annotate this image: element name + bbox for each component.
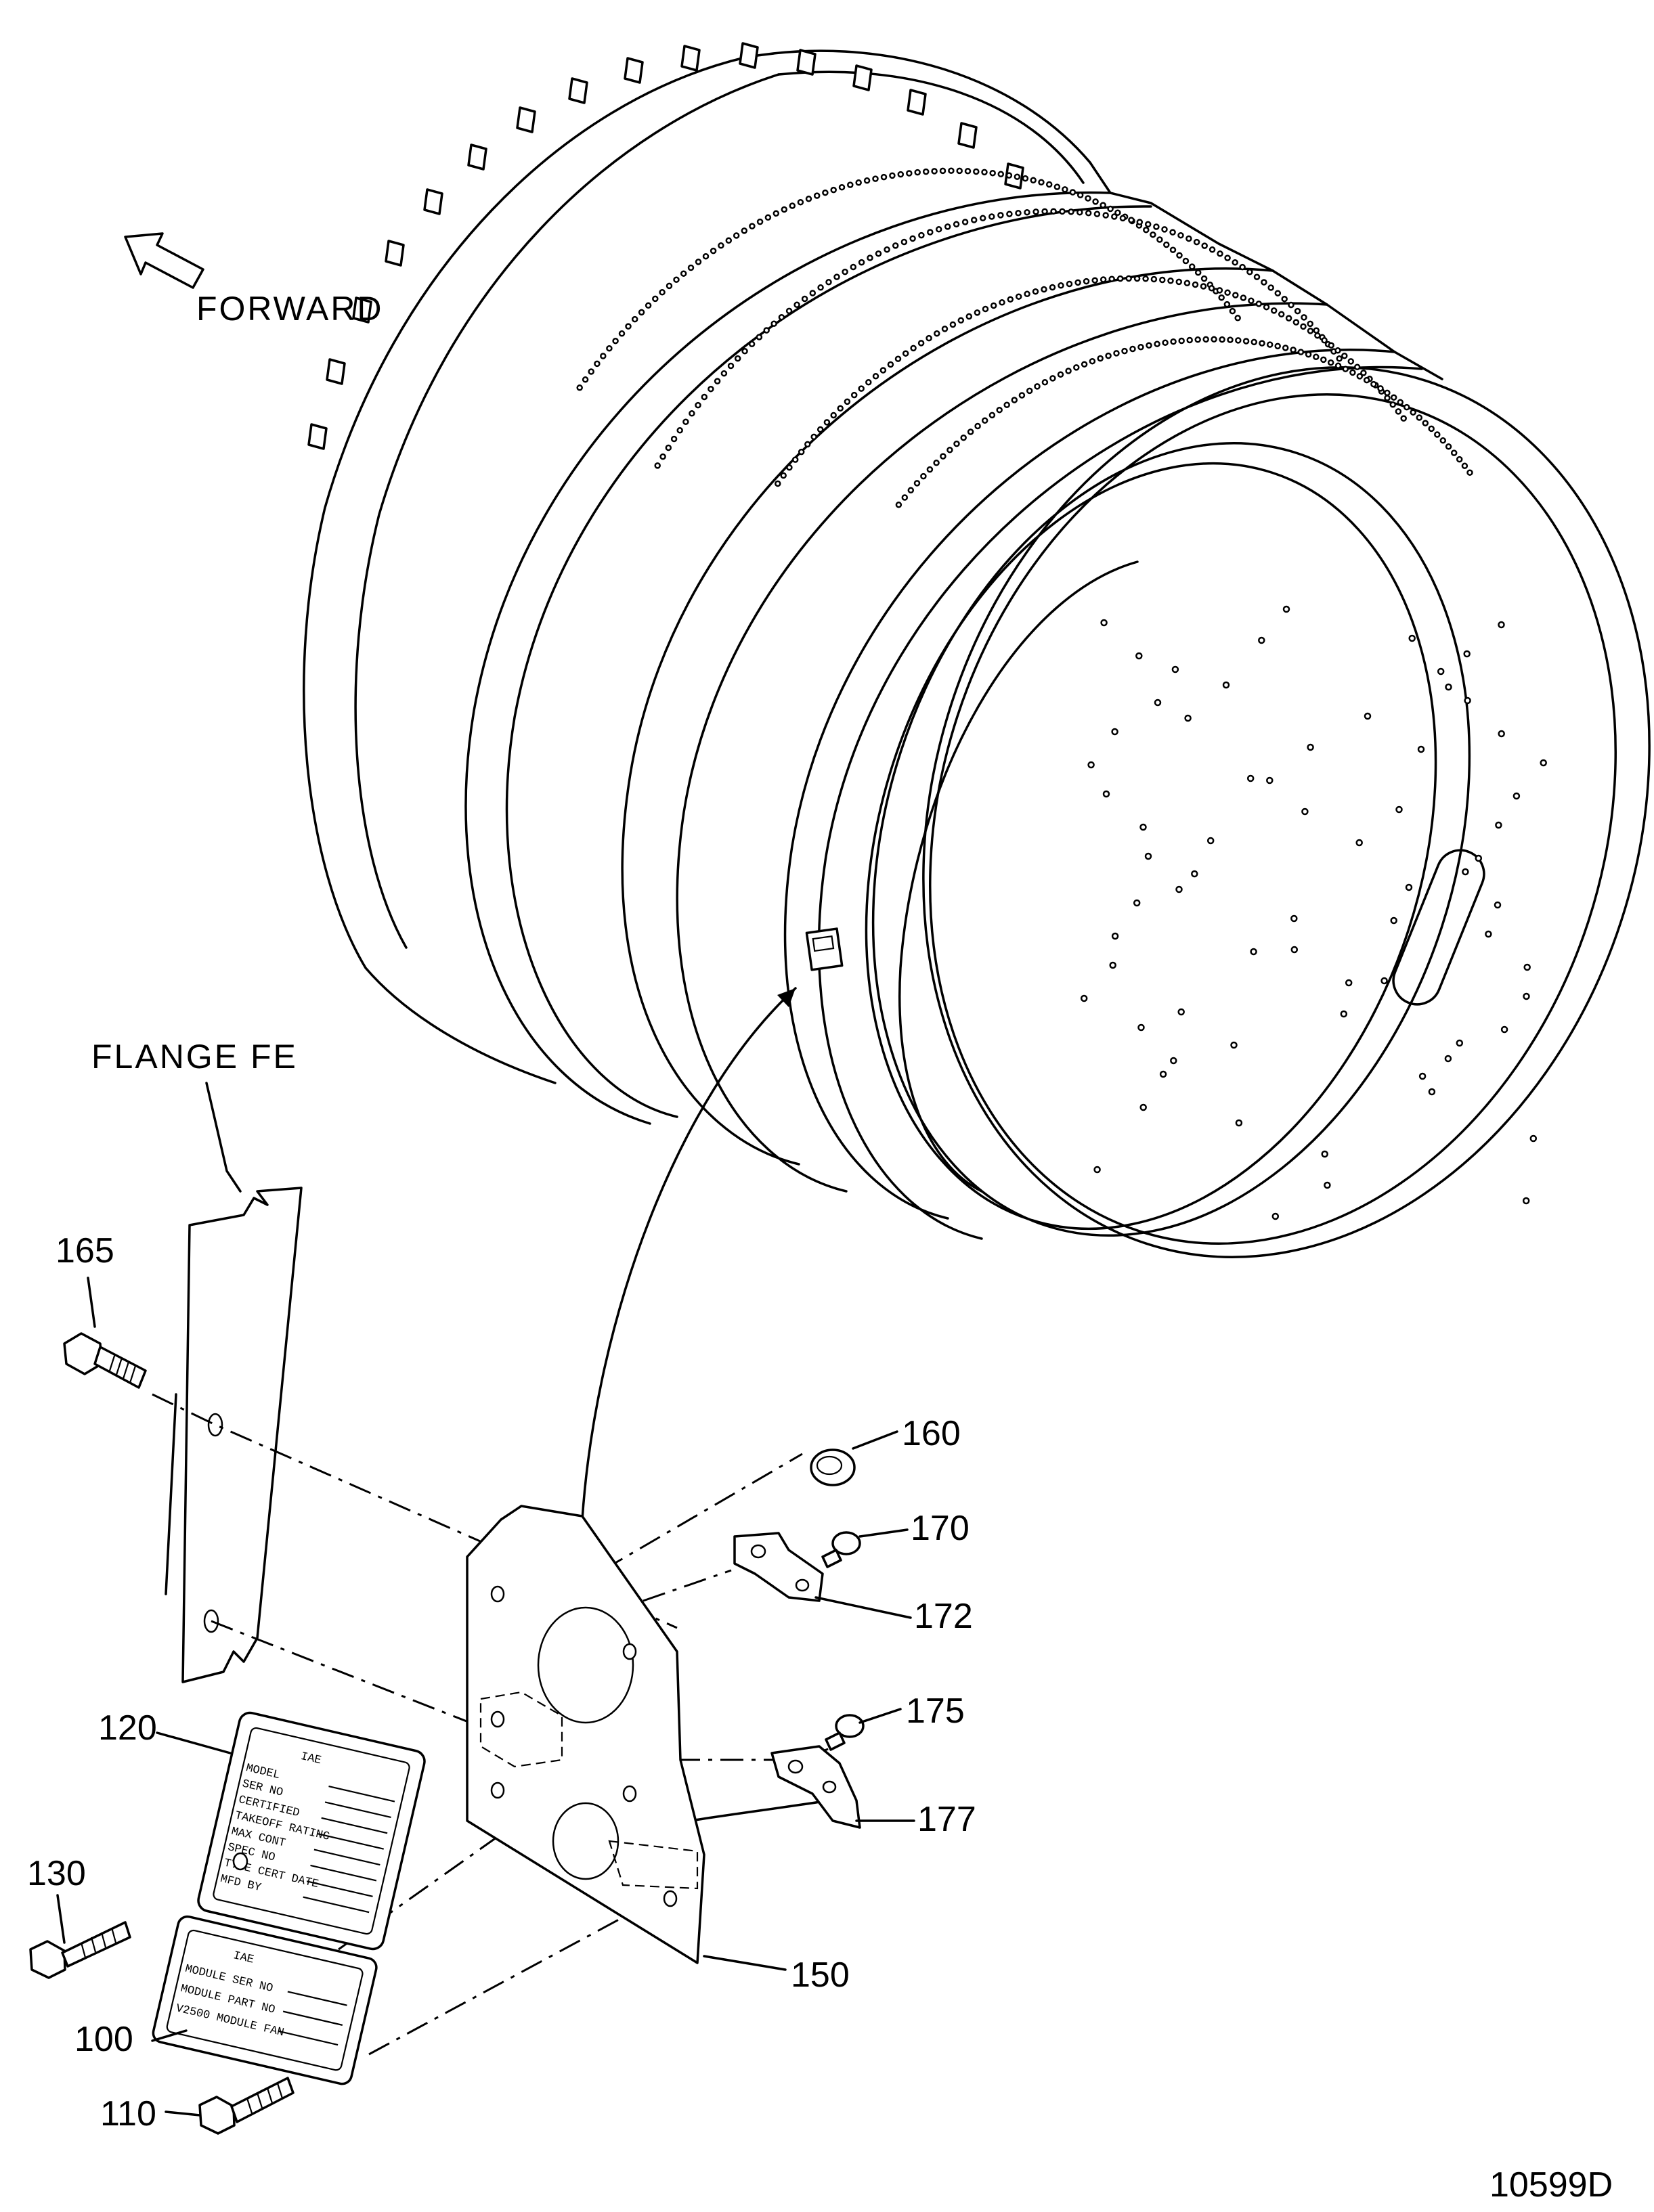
callout-150: 150 — [791, 1955, 850, 1995]
forward-arrow-icon — [124, 232, 204, 289]
figure-number: 10599D — [1489, 2165, 1613, 2205]
bolt-130 — [29, 1921, 131, 1979]
mounting-bracket — [466, 1505, 705, 1964]
callout-175: 175 — [906, 1691, 965, 1731]
forward-direction-label: FORWARD — [196, 290, 384, 328]
flange-fe-section — [165, 1187, 303, 1683]
clip-177 — [770, 1745, 861, 1829]
bolt-165 — [63, 1332, 147, 1389]
nut-160 — [810, 1448, 856, 1486]
callout-130: 130 — [27, 1854, 86, 1893]
callout-177: 177 — [917, 1800, 976, 1839]
clip-172 — [733, 1532, 824, 1602]
callout-100: 100 — [74, 2020, 133, 2059]
screw-170 — [821, 1531, 861, 1568]
callout-110: 110 — [100, 2094, 156, 2133]
callout-160: 160 — [902, 1414, 961, 1453]
bolt-110 — [198, 2077, 295, 2135]
callout-170: 170 — [911, 1509, 970, 1548]
callout-172: 172 — [914, 1597, 973, 1636]
callout-120: 120 — [98, 1708, 157, 1748]
screw-175 — [825, 1714, 865, 1751]
callout-165: 165 — [56, 1231, 114, 1270]
fan-case-assembly — [303, 42, 1651, 1258]
flange-fe-label: FLANGE FE — [91, 1038, 298, 1076]
